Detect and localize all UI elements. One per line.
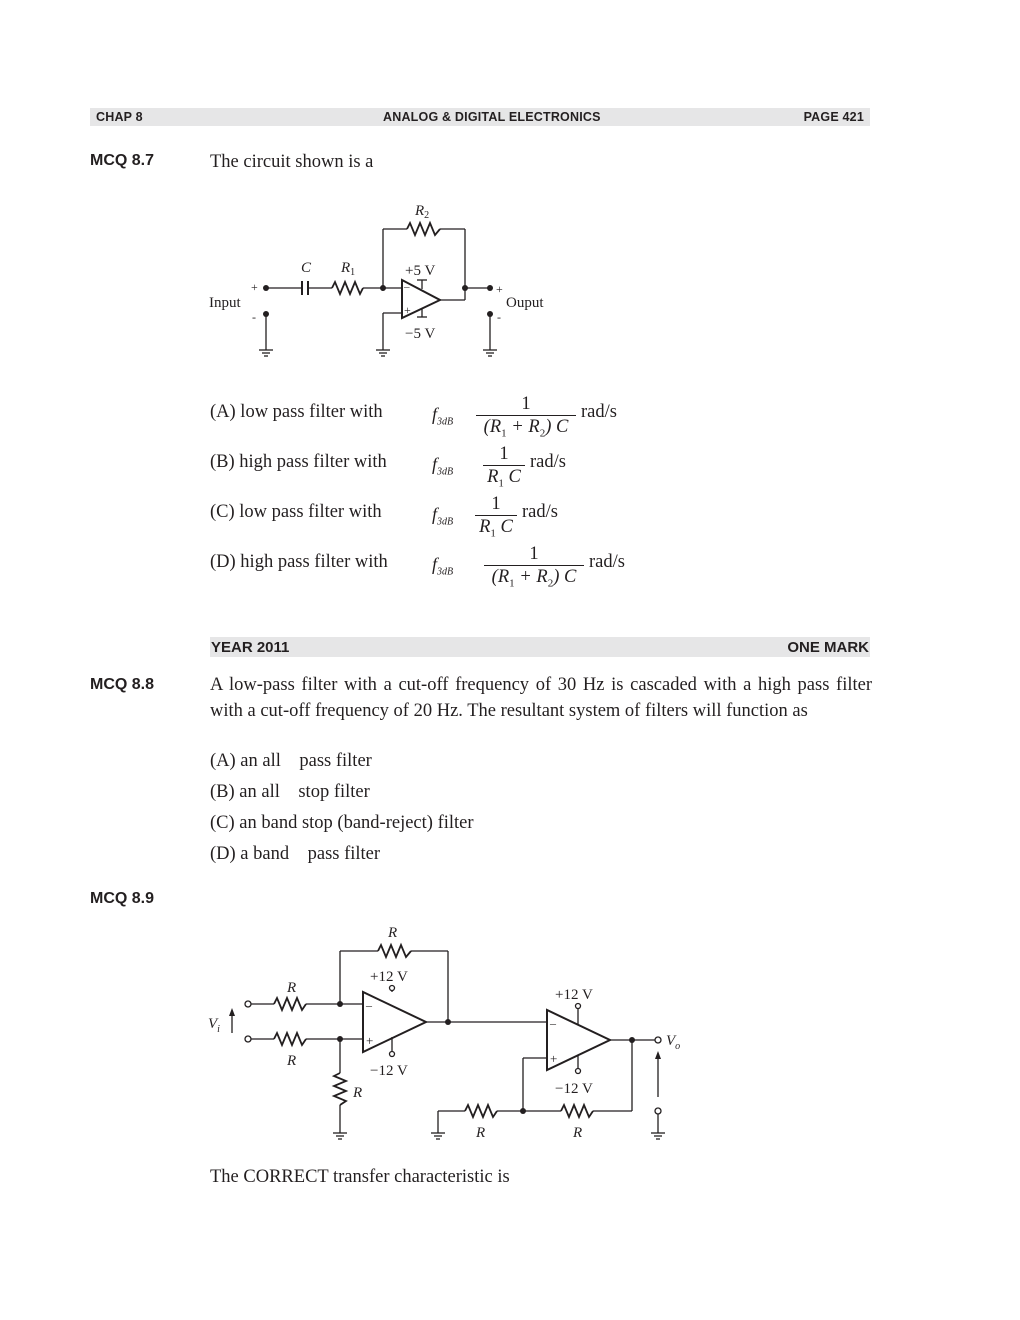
question-label: MCQ 8.7 xyxy=(90,152,155,169)
year-label: YEAR 2011 xyxy=(211,639,290,656)
svg-text:+: + xyxy=(496,282,503,296)
op1-vneg: −12 V xyxy=(370,1063,408,1079)
vpos-label: +5 V xyxy=(405,263,435,279)
r-pfb-right-label: R xyxy=(572,1125,582,1141)
vo-label: Vo xyxy=(666,1033,680,1052)
question-label: MCQ 8.8 xyxy=(90,676,155,693)
svg-text:-: - xyxy=(252,310,256,324)
circuit-diagram-8-9: R R R R R R +12 V −12 V +12 V −12 V – + … xyxy=(208,925,680,1141)
chapter-label: CHAP 8 xyxy=(96,110,143,124)
svg-text:+: + xyxy=(550,1051,557,1066)
marks-label: ONE MARK xyxy=(787,639,869,656)
circuit-diagram-8-7: R2 C R1 +5 V −5 V – + Input Ouput + - + … xyxy=(209,203,544,357)
output-label: Ouput xyxy=(506,295,544,311)
question-text: A low-pass filter with a cut-off frequen… xyxy=(210,675,872,721)
svg-text:–: – xyxy=(403,281,410,293)
r-feedback-label: R xyxy=(387,925,397,941)
question-text: The circuit shown is a xyxy=(210,152,374,172)
page-header: CHAP 8 ANALOG & DIGITAL ELECTRONICS PAGE… xyxy=(90,108,870,126)
op2-vneg: −12 V xyxy=(555,1081,593,1097)
svg-text:–: – xyxy=(549,1016,557,1030)
option-c[interactable]: (C) an band stop (band-reject) filter xyxy=(210,813,474,833)
option-b[interactable]: (B) an all stop filter xyxy=(210,782,370,802)
input-label: Input xyxy=(209,295,241,311)
question-label: MCQ 8.9 xyxy=(90,890,155,907)
op2-vpos: +12 V xyxy=(555,987,593,1003)
svg-text:-: - xyxy=(497,310,501,324)
svg-text:–: – xyxy=(365,998,373,1012)
vi-label: Vi xyxy=(208,1016,220,1035)
svg-text:+: + xyxy=(251,280,258,294)
page-number: PAGE 421 xyxy=(803,110,864,124)
r-top-input-label: R xyxy=(286,980,296,996)
c-label: C xyxy=(301,260,312,276)
svg-text:+: + xyxy=(366,1033,373,1048)
section-header: YEAR 2011 ONE MARK xyxy=(210,637,870,657)
r2-label: R2 xyxy=(414,203,429,221)
r1-label: R1 xyxy=(340,260,355,278)
option-a[interactable]: (A) an all pass filter xyxy=(210,751,372,771)
vneg-label: −5 V xyxy=(405,326,435,342)
question-text: The CORRECT transfer characteristic is xyxy=(210,1167,510,1187)
op1-vpos: +12 V xyxy=(370,969,408,985)
book-title: ANALOG & DIGITAL ELECTRONICS xyxy=(383,110,601,124)
r-bottom-input-label: R xyxy=(286,1053,296,1069)
r-ground-label: R xyxy=(352,1085,362,1101)
option-d[interactable]: (D) a band pass filter xyxy=(210,844,381,864)
r-pfb-left-label: R xyxy=(475,1125,485,1141)
svg-text:+: + xyxy=(404,303,411,317)
